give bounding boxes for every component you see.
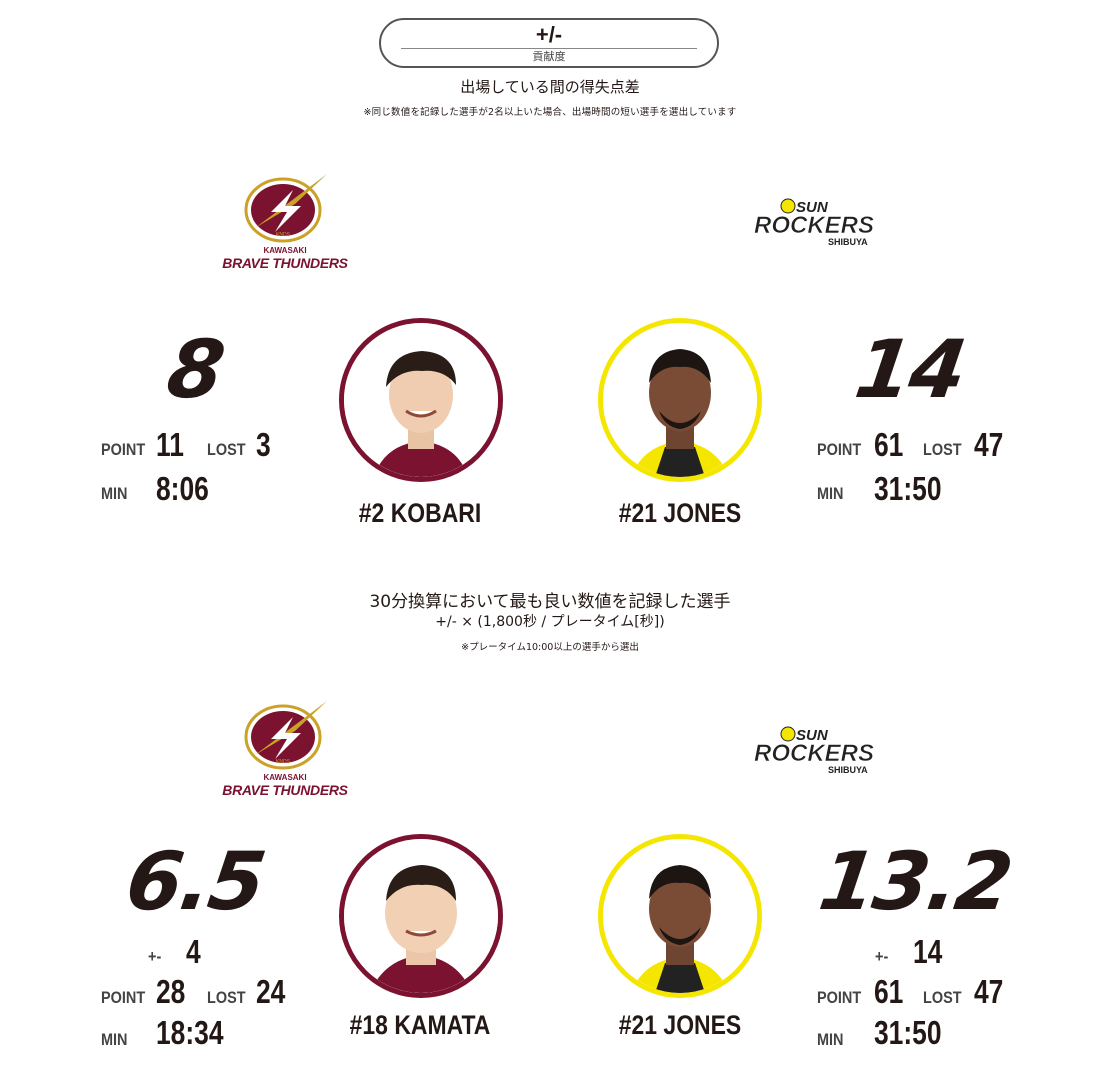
home-point-label: POINT: [101, 988, 146, 1007]
away-point-label: POINT: [817, 440, 862, 459]
team-name: BRAVE THUNDERS: [222, 782, 348, 798]
home-point-label: POINT: [101, 440, 146, 459]
thunder-bolt-icon: KNDS: [244, 174, 327, 243]
player-silhouette-icon: [344, 323, 498, 477]
away-player-name: #21 JONES: [618, 1010, 742, 1040]
away-lost-value: 47: [974, 973, 1004, 1010]
away-per30-value: 13.2: [813, 835, 1017, 928]
per30-formula: +/- × (1,800秒 / プレータイム[秒]): [435, 614, 665, 630]
away-lost-value: 47: [974, 426, 1004, 463]
stat-subtitle: 貢献度: [532, 50, 566, 63]
away-lost-label: LOST: [923, 988, 962, 1007]
player-photo-jones: [598, 834, 762, 998]
away-min-value: 31:50: [874, 1014, 942, 1051]
away-player-name: #21 JONES: [618, 498, 742, 528]
stat-title: +/-: [535, 22, 563, 47]
per30-note: ※プレータイム10:00以上の選手から選出: [461, 642, 639, 653]
home-min-value: 18:34: [156, 1014, 224, 1051]
svg-text:SHIBUYA: SHIBUYA: [828, 237, 868, 247]
away-min-label: MIN: [817, 484, 844, 503]
player-photo-kamata: [339, 834, 503, 998]
sun-rockers-logo: SUN ROCKERS SHIBUYA: [748, 714, 888, 784]
home-pm-value: 4: [186, 933, 201, 970]
svg-text:KNDS: KNDS: [276, 232, 291, 238]
stat-note: ※同じ数値を記録した選手が2名以上いた場合、出場時間の短い選手を選出しています: [363, 107, 737, 118]
home-lost-value: 24: [256, 973, 286, 1010]
brave-thunders-logo: KNDS KAWASAKI BRAVE THUNDERS: [215, 170, 355, 271]
home-lost-value: 3: [256, 426, 271, 463]
svg-text:SUN: SUN: [796, 727, 829, 744]
away-pm-value: 14: [913, 933, 943, 970]
home-player-name: #2 KOBARI: [358, 498, 482, 528]
svg-text:ROCKERS: ROCKERS: [754, 740, 874, 767]
home-lost-label: LOST: [207, 440, 246, 459]
home-pm-label: +-: [148, 947, 162, 966]
player-photo-jones: [598, 318, 762, 482]
team-city: KAWASAKI: [263, 773, 307, 782]
away-point-value: 61: [874, 973, 904, 1010]
svg-text:SUN: SUN: [796, 199, 829, 216]
thunder-bolt-icon: KNDS: [244, 701, 327, 770]
home-player-name: #18 KAMATA: [349, 1010, 491, 1040]
team-name: BRAVE THUNDERS: [222, 255, 348, 271]
home-point-value: 11: [156, 426, 184, 463]
away-min-value: 31:50: [874, 470, 942, 507]
title-divider: [401, 48, 697, 49]
home-lost-label: LOST: [207, 988, 246, 1007]
stat-description: 出場している間の得失点差: [460, 78, 640, 96]
team-city: KAWASAKI: [263, 246, 307, 255]
svg-text:ROCKERS: ROCKERS: [754, 212, 874, 239]
home-min-label: MIN: [101, 484, 128, 503]
player-silhouette-icon: [603, 323, 757, 477]
svg-text:KNDS: KNDS: [276, 759, 291, 765]
home-min-label: MIN: [101, 1030, 128, 1049]
per30-description: 30分換算において最も良い数値を記録した選手: [369, 592, 731, 612]
brave-thunders-logo: KNDS KAWASAKI BRAVE THUNDERS: [215, 697, 355, 798]
sun-rockers-logo: SUN ROCKERS SHIBUYA: [748, 186, 888, 256]
home-min-value: 8:06: [156, 470, 209, 507]
player-photo-kobari: [339, 318, 503, 482]
home-per30-value: 6.5: [120, 835, 270, 928]
player-silhouette-icon: [603, 839, 757, 993]
away-point-label: POINT: [817, 988, 862, 1007]
away-min-label: MIN: [817, 1030, 844, 1049]
sun-icon: [780, 198, 796, 214]
away-plus-minus-value: 14: [849, 323, 971, 416]
away-point-value: 61: [874, 426, 904, 463]
svg-text:SHIBUYA: SHIBUYA: [828, 765, 868, 775]
home-plus-minus-value: 8: [161, 323, 229, 416]
home-point-value: 28: [156, 973, 186, 1010]
sun-icon: [780, 726, 796, 742]
away-pm-label: +-: [875, 947, 889, 966]
away-lost-label: LOST: [923, 440, 962, 459]
stat-title-pill: +/- 貢献度: [379, 18, 719, 68]
player-silhouette-icon: [344, 839, 498, 993]
